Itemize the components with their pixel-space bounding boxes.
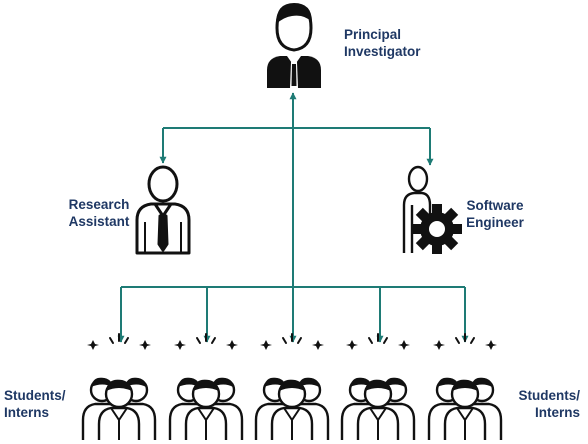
students-left-line1: Students/ [4,388,66,403]
principal-investigator-label: Principal Investigator [344,26,421,60]
research-assistant-icon [135,165,191,255]
software-label-line1: Software [466,198,524,213]
software-engineer-icon [402,165,462,254]
research-assistant-label: Research Assistant [66,196,132,230]
students-left-line2: Interns [4,405,50,420]
student-group-icon [427,332,503,442]
student-group-icon [168,332,244,442]
research-label-line1: Research [68,197,130,212]
students-interns-label-left: Students/ Interns [4,387,66,421]
students-right-line1: Students/ [518,388,580,403]
software-engineer-label: Software Engineer [462,197,528,231]
students-right-line2: Interns [534,405,580,420]
connector-lines [117,92,469,343]
research-label-line2: Assistant [68,214,130,229]
principal-label-line1: Principal [344,27,402,42]
students-interns-label-right: Students/ Interns [504,387,580,421]
student-group-icon [340,332,416,442]
principal-label-line2: Investigator [344,44,421,59]
student-group-icon [254,332,330,442]
principal-investigator-icon [267,3,321,88]
student-group-icon [81,332,157,442]
software-label-line2: Engineer [466,215,524,230]
